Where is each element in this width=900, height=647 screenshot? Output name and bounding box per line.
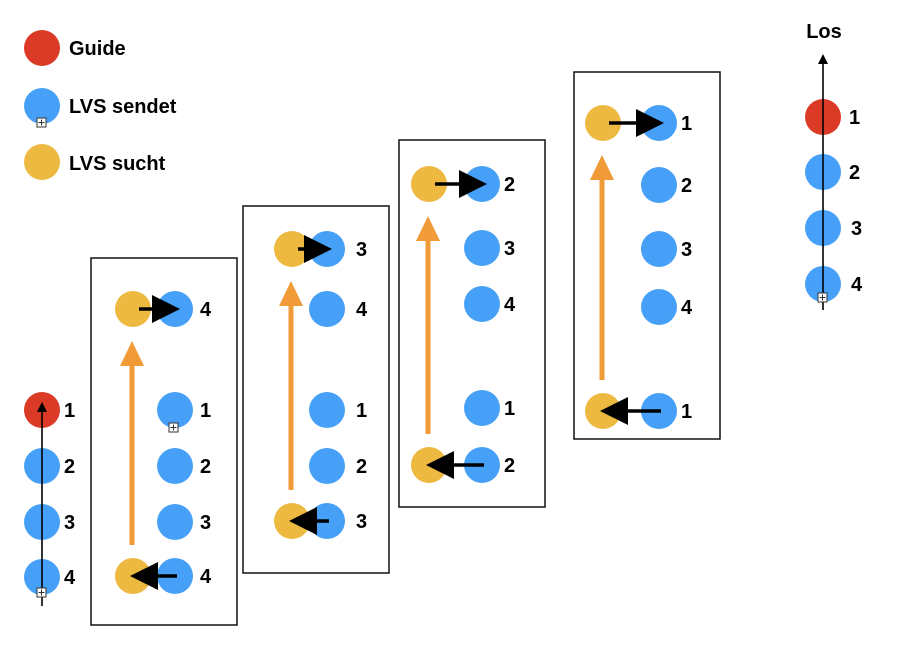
lvs-sendet-person-icon (157, 448, 193, 484)
lvs-sendet-person-icon (464, 390, 500, 426)
person-number-label: 2 (200, 456, 211, 478)
lvs-sendet-person-icon (157, 392, 193, 428)
top-person-number-label: 2 (504, 174, 515, 196)
top-person-number-label: 3 (356, 239, 367, 261)
legend-label-guide: Guide (69, 38, 126, 60)
start-column: Los 1 2 3 4 (805, 21, 863, 310)
top-person-number-label: 1 (681, 113, 692, 135)
step-panel: 3 4 1 2 3 (242, 205, 390, 574)
person-number-label: 1 (356, 400, 367, 422)
bottom-person-number-label: 3 (356, 511, 367, 533)
legend: Guide LVS sendet LVS sucht (24, 30, 177, 180)
search-path-arrow-icon (279, 281, 303, 306)
lvs-sendet-person-icon (641, 167, 677, 203)
lvs-sendet-person-icon (464, 230, 500, 266)
legend-label-lvs-sucht: LVS sucht (69, 153, 166, 175)
search-path-arrow-icon (120, 341, 144, 366)
start-title: Los (806, 21, 842, 43)
crosshair-icon (36, 117, 47, 128)
step-panel-border (242, 205, 390, 574)
search-path-arrow-icon (416, 216, 440, 241)
person-number-label: 4 (681, 297, 693, 319)
lvs-sendet-person-icon (309, 392, 345, 428)
lvs-sendet-person-icon (641, 231, 677, 267)
person-number-label: 2 (356, 456, 367, 478)
lvs-sucht-person-icon (115, 291, 151, 327)
step-panel: 1 2 3 4 1 (573, 71, 721, 440)
top-person-number-label: 4 (200, 299, 212, 321)
step-panel: 2 3 4 1 2 (398, 139, 546, 508)
bottom-person-number-label: 4 (200, 566, 212, 588)
legend-item-lvs-sucht: LVS sucht (24, 144, 166, 180)
person-number-label: 2 (64, 456, 75, 478)
cursor-marks (36, 117, 179, 433)
person-number-label: 1 (849, 107, 860, 129)
guide-marker-icon (24, 30, 60, 66)
lvs-sendet-marker-icon (24, 88, 60, 124)
person-number-label: 3 (200, 512, 211, 534)
person-number-label: 3 (64, 512, 75, 534)
step-panel-border (573, 71, 721, 440)
crosshair-icon (817, 292, 828, 303)
lvs-sendet-person-icon (309, 448, 345, 484)
bottom-person-number-label: 2 (504, 455, 515, 477)
person-number-label: 1 (504, 398, 515, 420)
step-panel: 4 1 2 3 4 (90, 257, 238, 626)
crosshair-icon (168, 422, 179, 433)
bottom-person-number-label: 1 (681, 401, 692, 423)
person-number-label: 4 (64, 567, 76, 589)
person-number-label: 4 (851, 274, 863, 296)
lvs-sucht-person-icon (274, 231, 310, 267)
legend-label-lvs-sendet: LVS sendet (69, 96, 177, 118)
person-number-label: 2 (681, 175, 692, 197)
lvs-sendet-person-icon (309, 291, 345, 327)
lvs-sucht-person-icon (585, 105, 621, 141)
lvs-sendet-person-icon (641, 289, 677, 325)
legend-item-guide: Guide (24, 30, 126, 66)
step-panel-border (90, 257, 238, 626)
step-panel-border (398, 139, 546, 508)
person-number-label: 2 (849, 162, 860, 184)
person-number-label: 1 (64, 400, 75, 422)
legend-item-lvs-sendet: LVS sendet (24, 88, 177, 124)
search-path-arrow-icon (590, 155, 614, 180)
lvs-sucht-person-icon (411, 166, 447, 202)
lvs-sendet-person-icon (464, 286, 500, 322)
person-number-label: 4 (504, 294, 516, 316)
lvs-sucht-marker-icon (24, 144, 60, 180)
initial-column: 1 2 3 4 (24, 392, 76, 606)
person-number-label: 3 (851, 218, 862, 240)
step-panels: 4 1 2 3 4 3 4 1 2 3 2 3 4 1 2 1 2 3 4 1 (90, 71, 721, 626)
lvs-sendet-person-icon (157, 504, 193, 540)
crosshair-icon (36, 587, 47, 598)
person-number-label: 4 (356, 299, 368, 321)
person-number-label: 3 (681, 239, 692, 261)
person-number-label: 3 (504, 238, 515, 260)
person-number-label: 1 (200, 400, 211, 422)
